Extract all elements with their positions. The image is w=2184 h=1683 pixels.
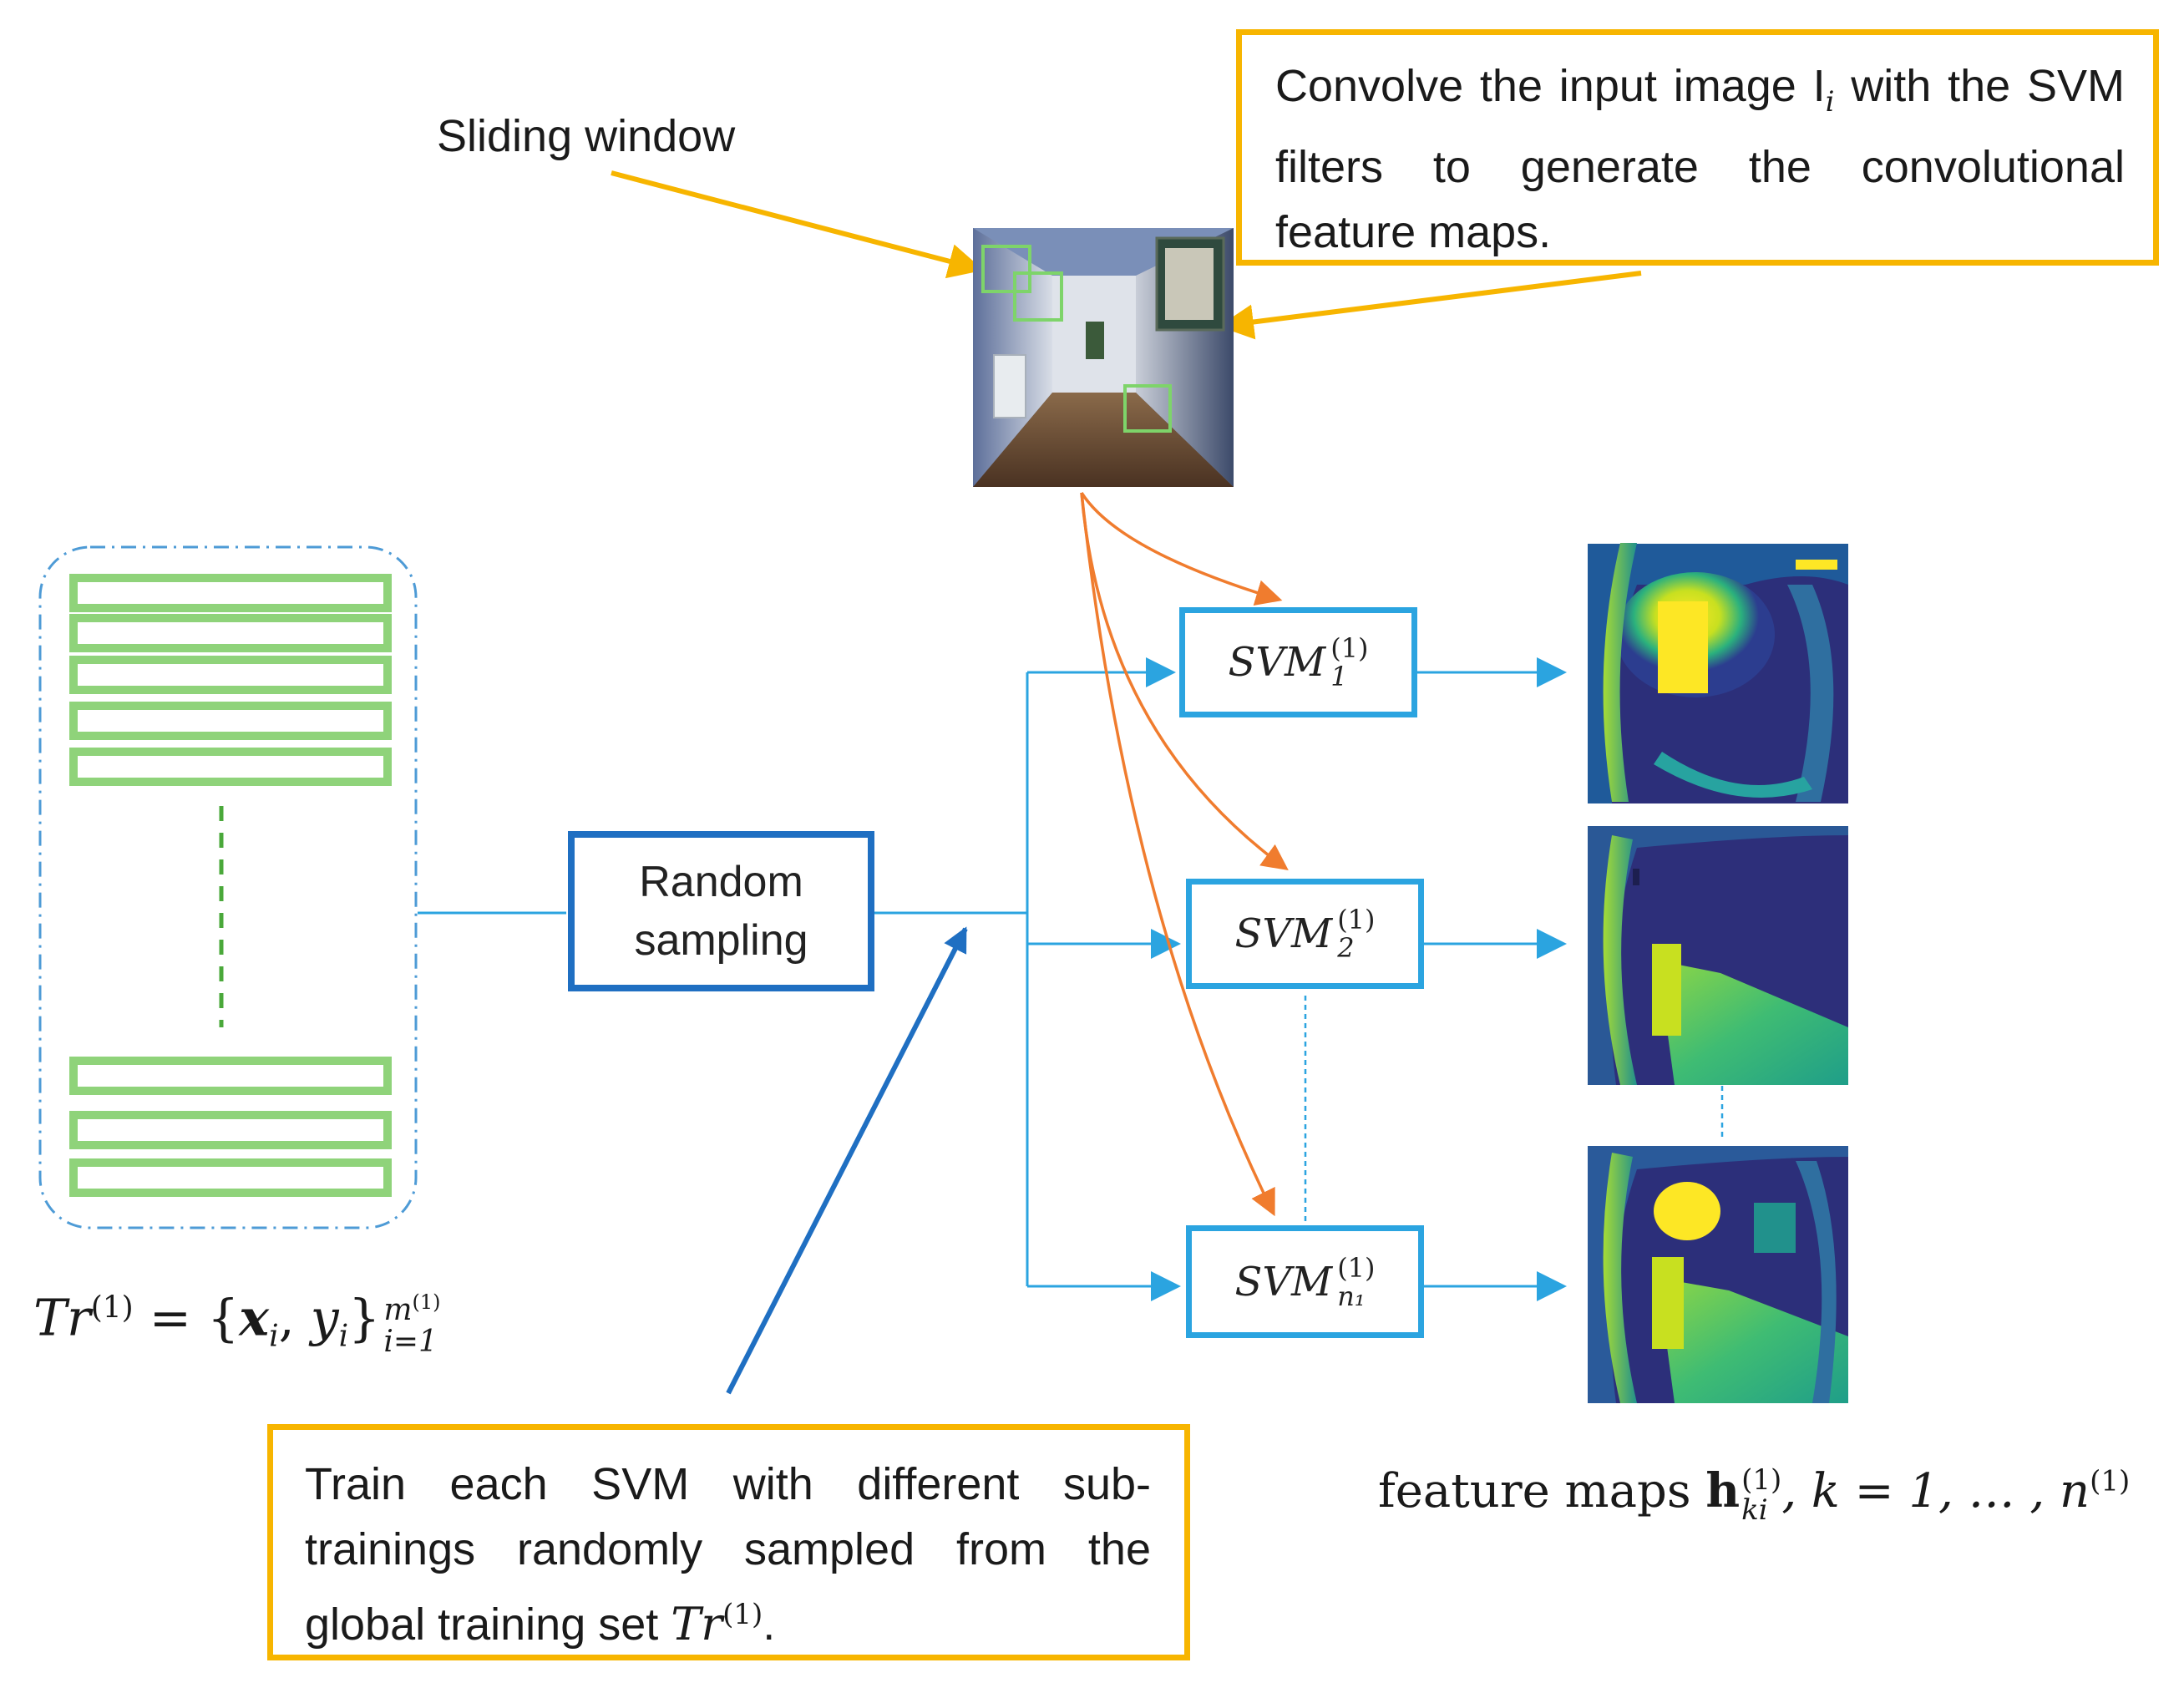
svm-n-sub: n₁ [1337, 1280, 1366, 1312]
train-math: Tr [671, 1598, 723, 1650]
callout-arrows [611, 170, 1642, 340]
caption-rest-sup: (1) [2090, 1464, 2131, 1498]
formula-eq: = { [133, 1289, 240, 1348]
convolve-text: Convolve the input image I [1275, 61, 1826, 111]
train-callout: Train each SVM with different sub-traini… [267, 1424, 1190, 1660]
orange-arrows [1080, 492, 1289, 1217]
random-sampling-box: Random sampling [568, 831, 874, 991]
sliding-window-boxes [981, 245, 1172, 433]
formula-comma: , [278, 1289, 311, 1348]
random-sampling-label-1: Random [639, 858, 803, 906]
formula-x-sub: i [269, 1319, 279, 1354]
svm-box-n: SVM (1)n₁ [1186, 1225, 1424, 1338]
svm-1-sup: (1) [1330, 632, 1369, 664]
training-set-formula: Tr(1) = {xi, yi}m(1)i=1 [33, 1286, 441, 1358]
convolve-text-rest: with the SVM filters to generate the con… [1275, 61, 2125, 257]
training-sample-rects [69, 574, 392, 1197]
random-sampling-label-2: sampling [634, 916, 808, 965]
feature-map-2 [1588, 826, 1848, 1085]
formula-range-sup-sup: (1) [412, 1290, 441, 1314]
svm-box-2: SVM (1)2 [1186, 879, 1424, 989]
svm-2-sub: 2 [1337, 932, 1355, 964]
feature-map-1 [1588, 543, 1848, 803]
convolve-subscript: i [1825, 84, 1835, 119]
formula-y-sub: i [338, 1319, 349, 1354]
caption-h-sub: ki [1741, 1493, 1768, 1527]
svm-box-1: SVM (1)1 [1179, 607, 1417, 717]
formula-close: } [348, 1289, 381, 1348]
caption-h: h [1705, 1463, 1741, 1518]
caption-rest: , k = 1, … , n [1781, 1464, 2090, 1518]
formula-y: y [310, 1289, 339, 1348]
caption-h-sup: (1) [1741, 1462, 1782, 1497]
svm-1-name: SVM [1228, 639, 1326, 686]
svm-2-name: SVM [1234, 910, 1333, 957]
svm-2-sup: (1) [1337, 904, 1376, 935]
training-set-panel [38, 545, 418, 1229]
svm-n-sup: (1) [1337, 1251, 1376, 1284]
formula-range-sub: i=1 [383, 1325, 438, 1359]
convolve-callout: Convolve the input image Ii with the SVM… [1236, 29, 2159, 266]
formula-lhs-sup: (1) [90, 1290, 134, 1326]
train-text: Train each SVM with different sub-traini… [305, 1459, 1151, 1650]
formula-x: x [239, 1289, 270, 1348]
caption-prefix: feature maps [1378, 1464, 1706, 1518]
train-end: . [763, 1599, 776, 1650]
svm-1-sub: 1 [1330, 661, 1348, 692]
train-arrow [726, 926, 968, 1395]
sliding-window-label: Sliding window [437, 111, 736, 161]
feature-maps-caption: feature maps h(1)ki, k = 1, … , n(1) [1378, 1463, 2130, 1525]
train-math-sup: (1) [722, 1598, 763, 1631]
input-image [973, 228, 1234, 487]
feature-map-3 [1588, 1146, 1848, 1403]
svm-n-name: SVM [1234, 1258, 1333, 1305]
formula-lhs: Tr [33, 1289, 91, 1348]
formula-range-sup: m [383, 1293, 413, 1327]
flow-lines [418, 657, 1724, 1301]
